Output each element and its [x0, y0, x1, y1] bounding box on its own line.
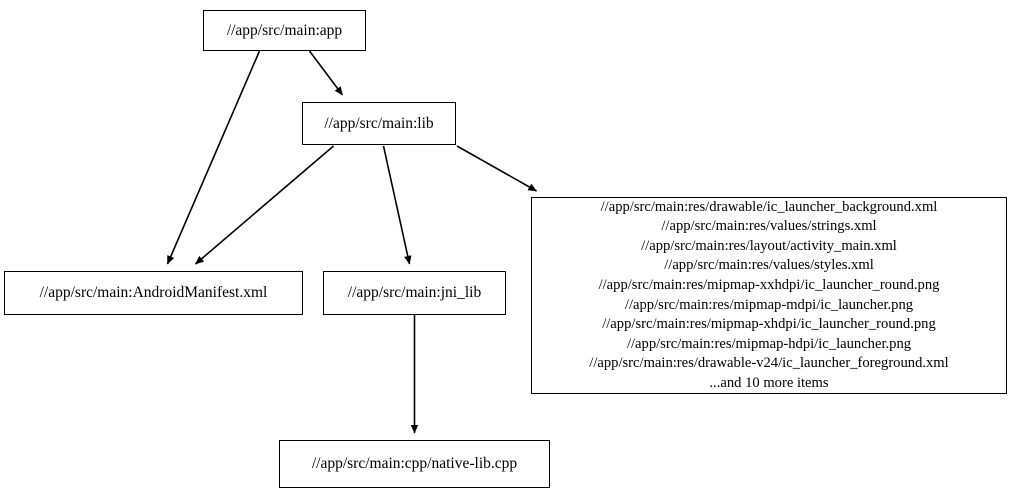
- graph-node-res-collection-label: //app/src/main:res/drawable/ic_launcher_…: [589, 198, 949, 391]
- edge-lib-to-jni-lib: [382, 145, 412, 265]
- graph-node-jni-lib-label: //app/src/main:jni_lib: [347, 284, 482, 302]
- edge-lib-to-res: [456, 145, 537, 192]
- graph-node-jni-lib[interactable]: //app/src/main:jni_lib: [323, 271, 506, 315]
- graph-node-android-manifest[interactable]: //app/src/main:AndroidManifest.xml: [4, 271, 303, 315]
- graph-node-android-manifest-label: //app/src/main:AndroidManifest.xml: [39, 284, 268, 302]
- edge-lib-to-manifest: [194, 145, 335, 265]
- graph-node-res-collection[interactable]: //app/src/main:res/drawable/ic_launcher_…: [531, 197, 1007, 394]
- edge-app-to-lib: [308, 50, 344, 96]
- graph-node-native-lib-cpp[interactable]: //app/src/main:cpp/native-lib.cpp: [279, 440, 550, 488]
- edge-app-to-manifest: [166, 50, 261, 265]
- graph-node-lib[interactable]: //app/src/main:lib: [302, 102, 456, 145]
- graph-node-app[interactable]: //app/src/main:app: [203, 10, 366, 51]
- graph-node-app-label: //app/src/main:app: [226, 21, 343, 39]
- graph-node-native-lib-cpp-label: //app/src/main:cpp/native-lib.cpp: [311, 455, 518, 473]
- graph-node-lib-label: //app/src/main:lib: [324, 114, 434, 132]
